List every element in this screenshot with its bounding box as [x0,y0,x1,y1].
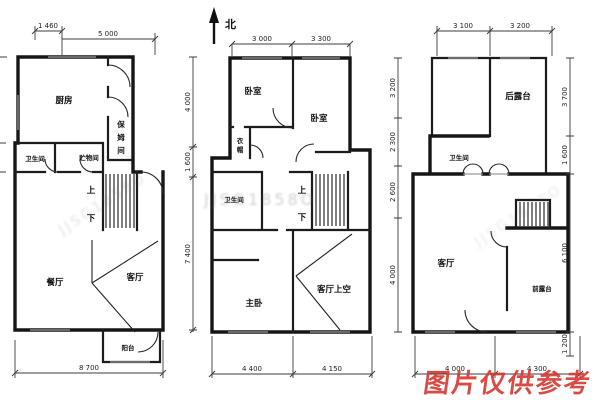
floor3-front-terrace-label: 前露台 [532,284,552,293]
floor2-closet-label: 衣 帽 [237,136,244,154]
floor3-dim-top-left: 3 100 [453,22,473,30]
floor2-stair: 上 下 [298,174,345,226]
floor1-balcony-label: 阳台 [122,343,136,352]
svg-text:衣: 衣 [237,136,244,145]
floor3-dim-right-4: 1 200 [561,334,569,354]
floor1-stair-down-label: 下 [87,214,96,224]
north-arrow: 北 [209,7,236,44]
floor1-dining-label: 餐厅 [45,277,64,288]
floor3-dim-left-1: 3 200 [389,78,397,98]
floor2-windows [228,57,350,333]
floor3-dim-right-3: 6 100 [561,243,569,263]
floor3-bathroom-label: 卫生间 [449,153,469,162]
floor3-walls [411,56,570,334]
floor1-living-void-lines [91,240,159,333]
floor2-dim-top-left: 3 000 [252,35,272,43]
floor1-dim-top-main: 5 000 [98,30,118,38]
svg-text:姆: 姆 [117,132,125,142]
floor2-walls [210,56,372,334]
gray-watermark-center: JJSG1858O [204,190,317,209]
floor2-bedroom-left-label: 卧室 [244,86,262,97]
floor1-storage-label: 贮物间 [78,153,99,162]
floor2-master-label: 主卧 [245,298,263,309]
floor2-doors [249,107,315,163]
floor2-living-void-label: 客厅上空 [316,284,352,295]
floor3-plan: 后露台 卫生间 客厅 前露台 3 100 3 200 4 000 4 300 3… [389,22,584,378]
red-disclaimer-watermark: 图片仅供参考 [421,369,594,399]
floor3-dimensions: 3 100 3 200 4 000 4 300 3 200 2 300 2 60… [389,22,584,378]
floor1-dim-bottom: 8 700 [79,364,99,372]
shared-dim-column: 4 000 1 600 7 400 [184,56,197,334]
floor3-dim-left-4: 4 000 [389,265,397,285]
floor2-stair-down-label: 下 [298,213,307,223]
floor1-dimensions: 1 460 5 000 8 700 [11,22,167,378]
shared-dim-middle: 1 600 [184,152,192,172]
floor1-bathroom-label: 卫生间 [25,154,45,163]
floor2-dim-top-right: 3 300 [311,35,331,43]
floor3-rear-terrace-label: 后露台 [505,91,531,102]
floor2-void-lines [295,233,353,331]
shared-dim-lower: 7 400 [184,244,192,264]
floor2-plan: 上 下 卧室 卧室 衣 帽 卫生间 主卧 客厅上空 3 000 3 300 4 … [208,35,376,378]
floor2-dim-bottom-right: 4 150 [322,365,342,373]
floor2-stair-up-label: 上 [298,185,307,196]
floor1-stair-up-label: 上 [87,185,96,196]
north-arrow-head [209,7,219,23]
floor3-doors [462,163,510,333]
north-label: 北 [225,17,236,31]
floor1-plan: 上 下 厨房 保 姆 间 卫生间 贮物间 餐厅 客厅 阳台 1 460 5 00… [0,22,167,378]
floor3-dim-right-2: 1 600 [561,145,569,165]
floor3-dim-top-right: 3 200 [510,22,530,30]
floor3-dim-left-3: 2 600 [389,182,397,202]
floor1-windows [17,56,150,363]
floor3-dim-bottom-right: 4 300 [527,365,547,373]
floor1-living-label: 客厅 [125,272,144,283]
shared-dim-upper: 4 000 [184,92,192,112]
floor3-dim-bottom-left: 4 000 [445,365,465,373]
floor1-dim-top-left: 1 460 [38,22,58,30]
floor1-nanny-label: 保 姆 间 [116,119,125,155]
svg-text:间: 间 [117,145,125,155]
floor2-bedroom-right-label: 卧室 [310,113,328,124]
floor2-bathroom-label: 卫生间 [224,195,244,204]
floor3-stair [519,202,549,226]
floor1-stair: 上 下 [87,174,135,228]
floor2-dim-bottom-left: 4 400 [242,365,262,373]
svg-text:帽: 帽 [237,145,244,154]
svg-text:保: 保 [116,119,125,129]
floor1-doors [44,64,164,353]
floor3-dim-left-2: 2 300 [389,132,397,152]
floor3-living-label: 客厅 [436,258,455,269]
floor3-dim-right-1: 3 700 [561,87,569,107]
floor2-dimensions: 3 000 3 300 4 400 4 150 [208,35,376,378]
floor1-kitchen-label: 厨房 [55,95,72,106]
